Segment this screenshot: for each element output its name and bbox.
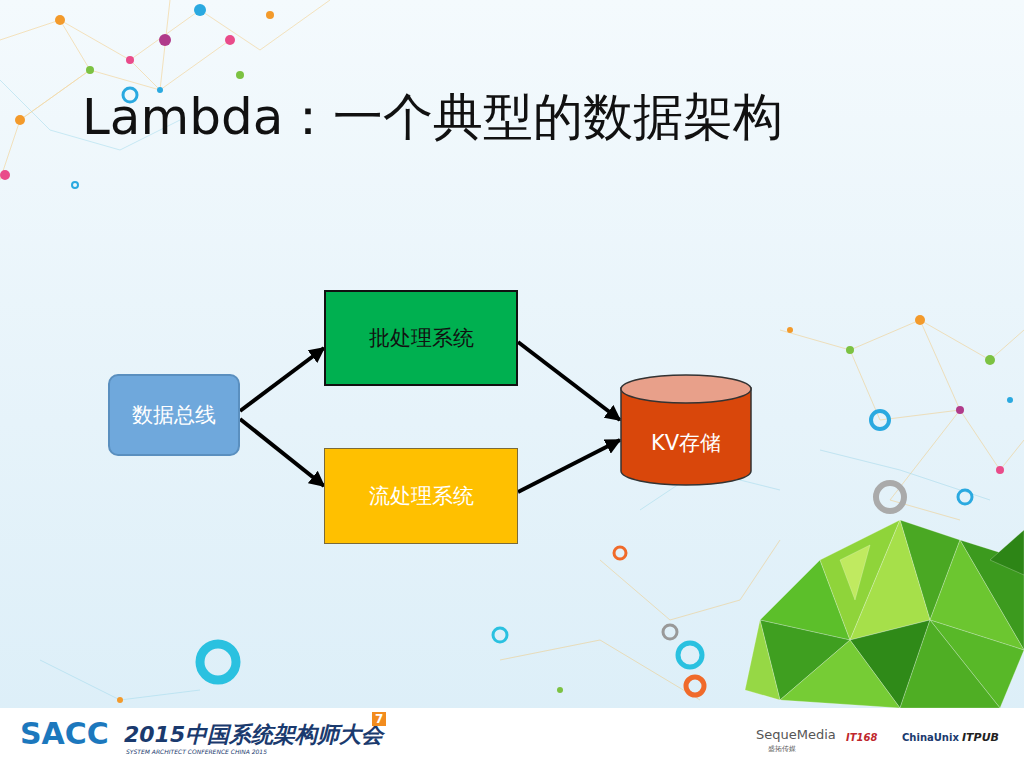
- node-label: 数据总线: [132, 401, 216, 429]
- flow-arrow: [518, 342, 620, 420]
- flow-arrow: [518, 440, 620, 492]
- process-box: 批处理系统: [324, 290, 518, 386]
- polygon-globe: [745, 520, 1024, 708]
- node-label: 流处理系统: [369, 482, 474, 510]
- process-box: 流处理系统: [324, 448, 518, 544]
- flow-arrow: [240, 348, 324, 411]
- flow-arrow: [240, 419, 324, 486]
- slide-title: Lambda：一个典型的数据架构: [82, 84, 783, 151]
- sponsor-logo: 盛拓传媒: [768, 744, 796, 754]
- sponsor-logo: ITPUB: [962, 731, 999, 744]
- sponsor-logo: ChinaUnix: [902, 732, 959, 743]
- conference-logo: SACC: [20, 716, 109, 751]
- sponsor-logo: SequeMedia: [756, 727, 836, 742]
- source-box: 数据总线: [108, 374, 240, 456]
- sponsor-logo: IT168: [846, 732, 877, 743]
- node-label: KV存储: [651, 429, 721, 457]
- node-label: 批处理系统: [369, 324, 474, 352]
- conference-tagline: SYSTEM ARCHITECT CONFERENCE CHINA 2015: [126, 748, 267, 755]
- cylinder-outline: [620, 374, 752, 486]
- conference-name: 2015中国系统架构师大会: [124, 720, 383, 750]
- edition-badge: 7: [372, 712, 386, 726]
- storage-cylinder: KV存储: [620, 374, 752, 486]
